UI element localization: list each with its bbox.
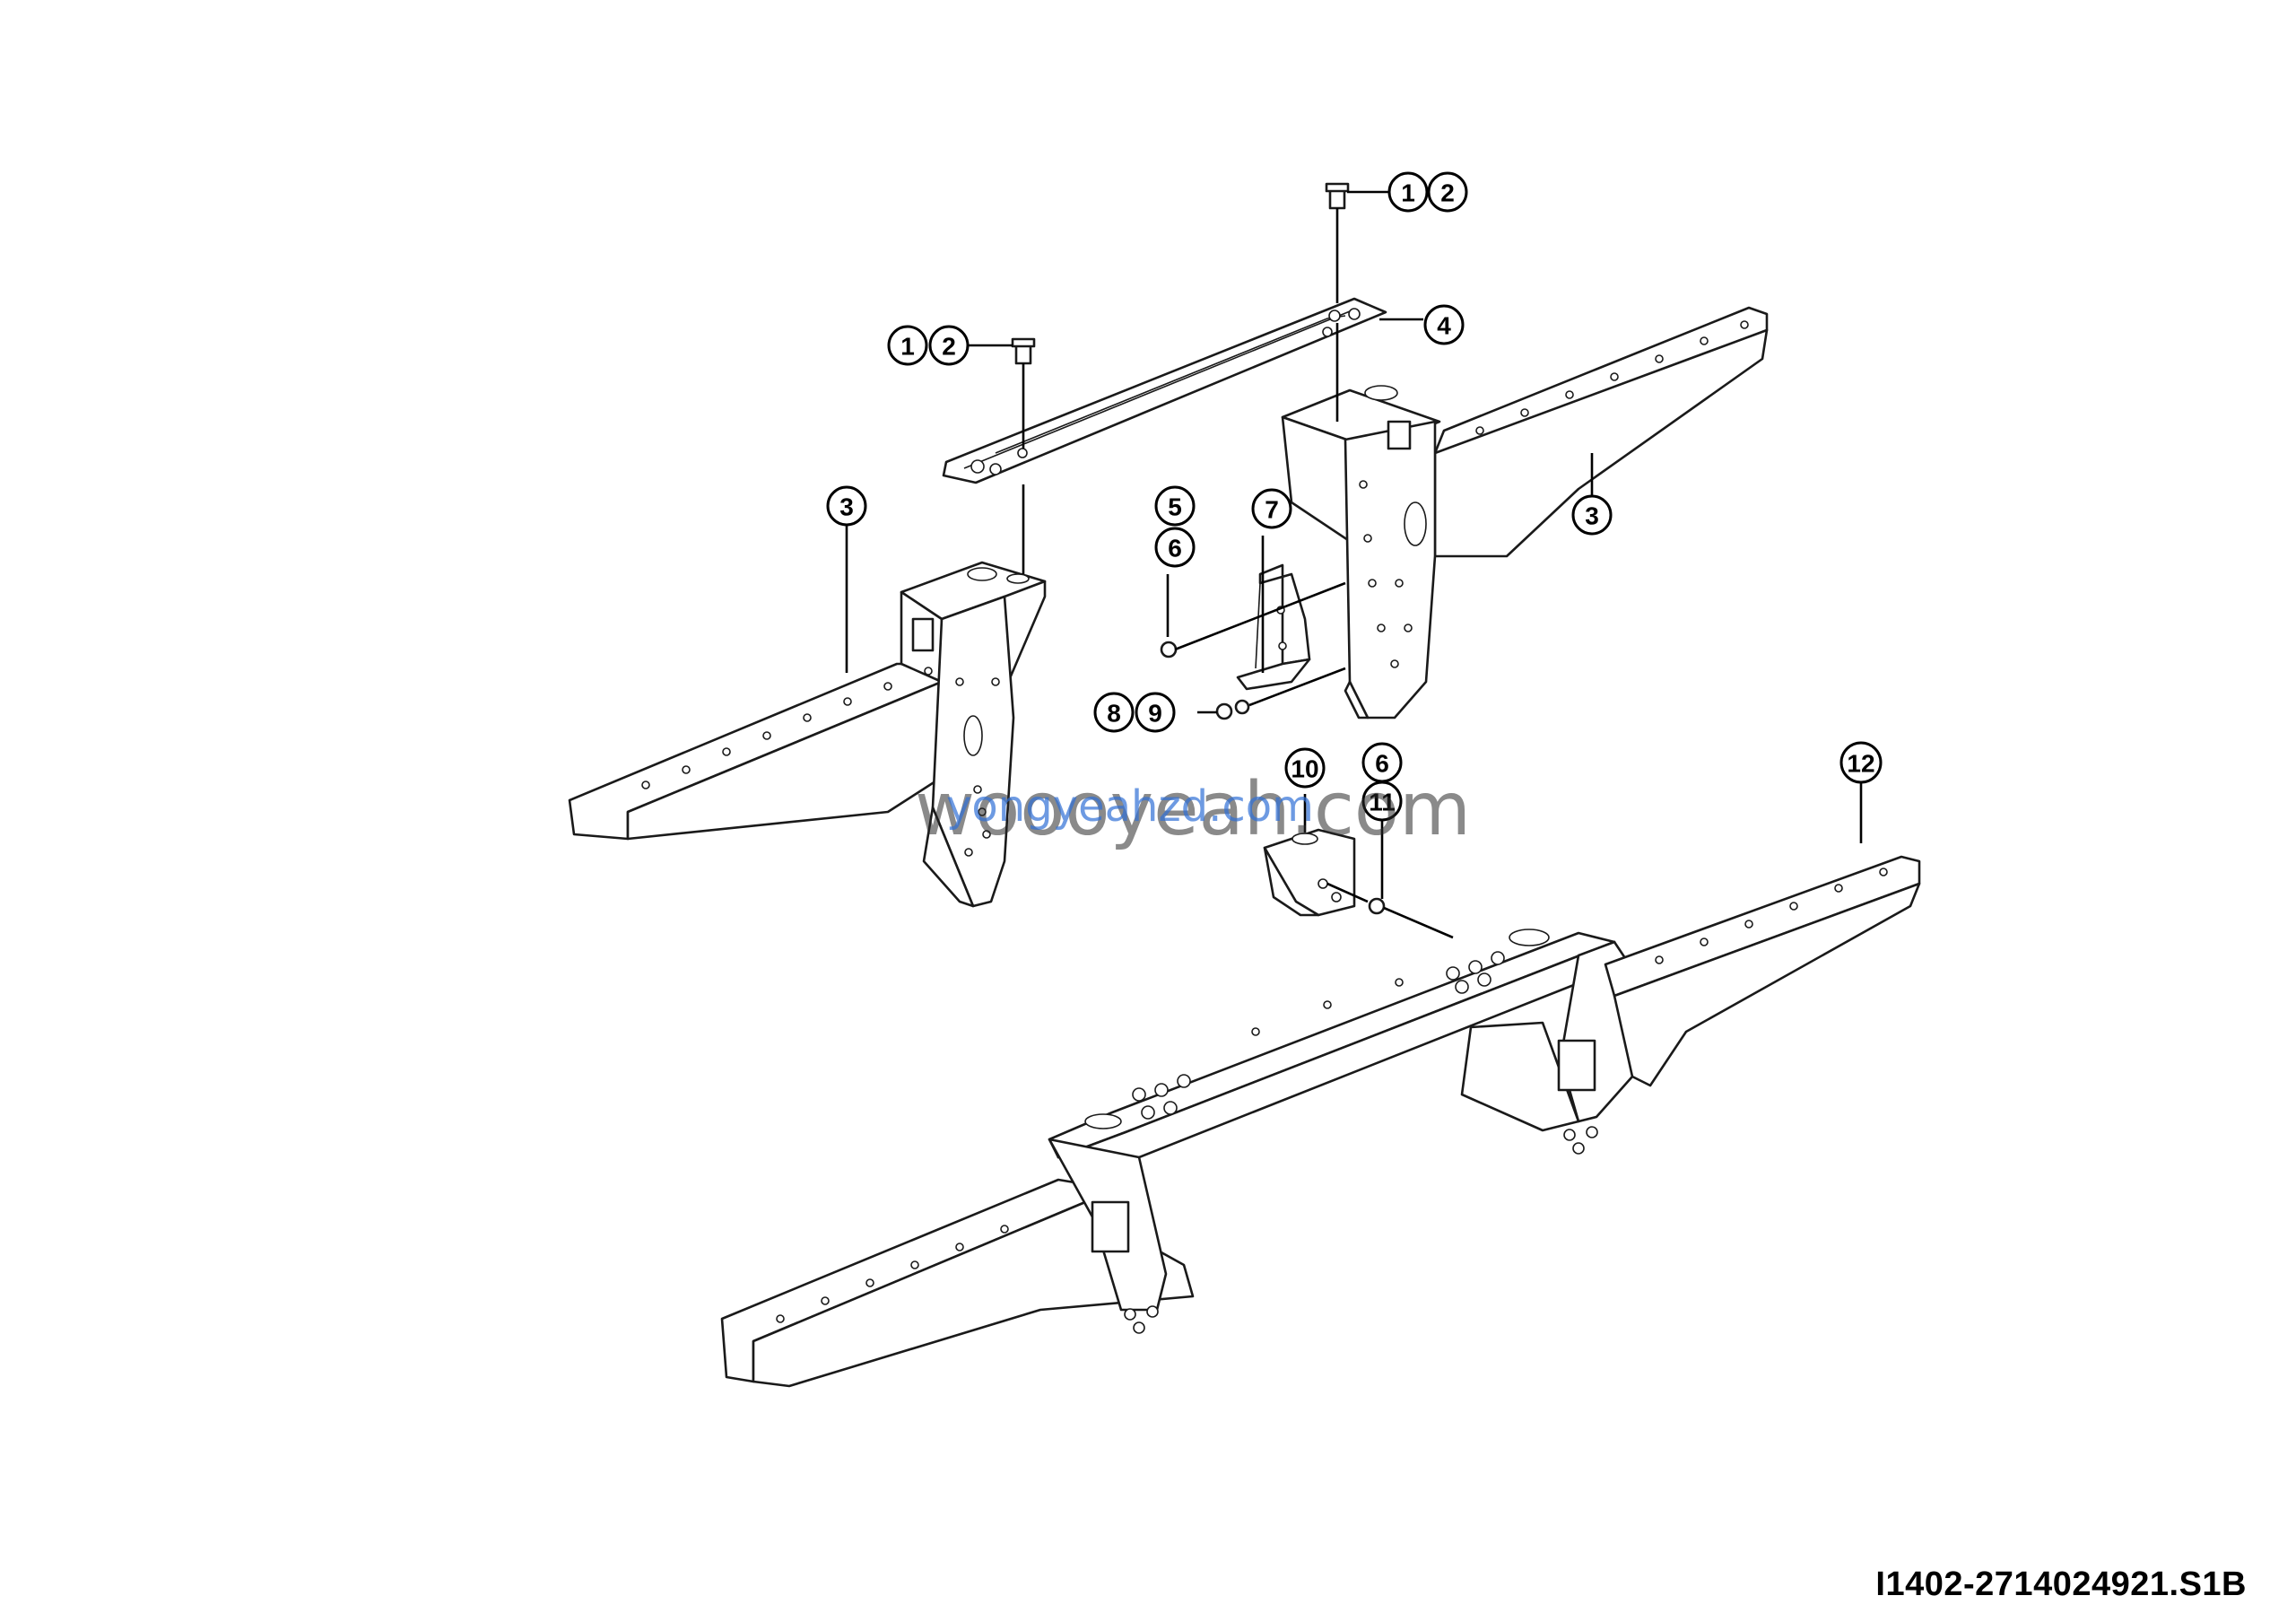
right-arm-holes (1359, 320, 1749, 668)
callout-6-upper-label: 6 (1168, 535, 1182, 562)
frame-holes (776, 868, 1888, 1323)
callout-3-left-label: 3 (839, 493, 854, 521)
callout-7: 7 (1251, 488, 1292, 529)
bolt-8-9 (1215, 699, 1250, 720)
callout-1-left-label: 1 (900, 333, 915, 361)
callout-8-label: 8 (1107, 700, 1121, 728)
callout-9-label: 9 (1148, 700, 1162, 728)
callout-3-right-label: 3 (1585, 502, 1599, 530)
bolt-1-2-left (1011, 337, 1036, 365)
callout-2-left-label: 2 (942, 333, 956, 361)
mount-block (1263, 828, 1356, 917)
callout-6-upper: 6 (1154, 527, 1196, 568)
leader-lines (845, 190, 1863, 939)
callout-4-label: 4 (1437, 312, 1451, 340)
left-arm-holes (641, 667, 1000, 857)
callout-9: 9 (1135, 692, 1176, 733)
callout-10-label: 10 (1291, 755, 1318, 783)
callout-12-label: 12 (1847, 750, 1874, 778)
callout-3-right: 3 (1571, 494, 1613, 536)
callout-2-left: 2 (928, 325, 970, 366)
callout-2-right-label: 2 (1440, 179, 1455, 207)
callout-11: 11 (1361, 780, 1403, 822)
frame-bolt-cluster (1124, 951, 1598, 1334)
callout-5: 5 (1154, 485, 1196, 527)
callout-12: 12 (1839, 741, 1883, 784)
callout-4: 4 (1423, 304, 1465, 345)
right-frame-arm (1281, 306, 1769, 719)
callout-6-lower-label: 6 (1375, 750, 1389, 778)
callout-1-left: 1 (887, 325, 928, 366)
main-chassis-frame (720, 855, 1921, 1388)
document-code: I1402-2714024921.S1B (1875, 1565, 2247, 1603)
callout-5-label: 5 (1168, 493, 1182, 521)
callout-1-right: 1 (1387, 171, 1429, 213)
callout-7-label: 7 (1265, 496, 1279, 524)
callout-6-lower: 6 (1361, 742, 1403, 783)
left-frame-arm (568, 561, 1047, 908)
support-bracket (1236, 563, 1311, 691)
callout-8: 8 (1093, 692, 1135, 733)
callout-10: 10 (1284, 747, 1326, 789)
callout-1-right-label: 1 (1401, 179, 1415, 207)
cross-plate (942, 297, 1387, 484)
callout-11-label: 11 (1369, 789, 1396, 816)
callout-3-left: 3 (826, 485, 867, 527)
watermark-secondary: yongyeahzd.com (946, 781, 1314, 832)
bolt-5-6 (1160, 641, 1178, 658)
watermark-primary: woooyeah.com (915, 767, 1471, 852)
bolt-1-2-right (1325, 182, 1350, 210)
callout-2-right: 2 (1427, 171, 1468, 213)
bolt-6-11 (1368, 897, 1386, 915)
